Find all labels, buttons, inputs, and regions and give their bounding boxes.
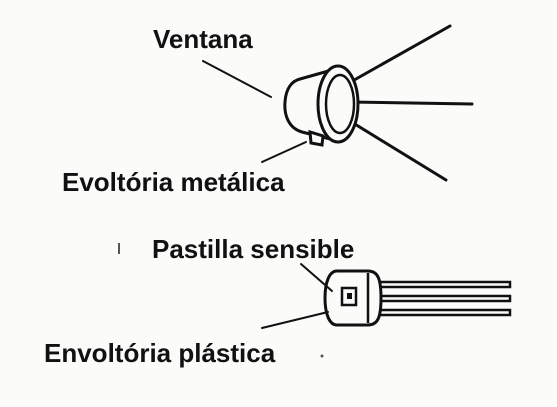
label-metal-case: Evoltória metálica [62, 167, 285, 197]
metal-lead-top [338, 24, 452, 90]
metal-can-tab [308, 129, 325, 147]
label-ventana: Ventana [153, 24, 253, 54]
metal-lead-bottom [343, 116, 448, 182]
plastic-lead-middle [358, 294, 512, 303]
plastic-package-component [323, 269, 512, 327]
plastic-lead-bottom [358, 308, 512, 317]
leader-lines [202, 60, 333, 329]
label-plastic-case: Envoltória plástica [44, 338, 276, 368]
window-lens [324, 73, 356, 135]
metal-can-component [283, 24, 474, 182]
leader-plastic-case [261, 311, 329, 329]
label-sensitive-chip: Pastilla sensible [152, 234, 355, 264]
plastic-lead-top [358, 280, 512, 289]
sensitive-chip-core [347, 293, 352, 299]
leader-ventana [202, 60, 272, 98]
speck [320, 354, 324, 358]
scan-specks [118, 243, 324, 358]
leader-metal-case [261, 141, 307, 163]
leader-pastilla [300, 263, 333, 292]
metal-lead-middle [348, 100, 474, 106]
speck [118, 243, 120, 254]
